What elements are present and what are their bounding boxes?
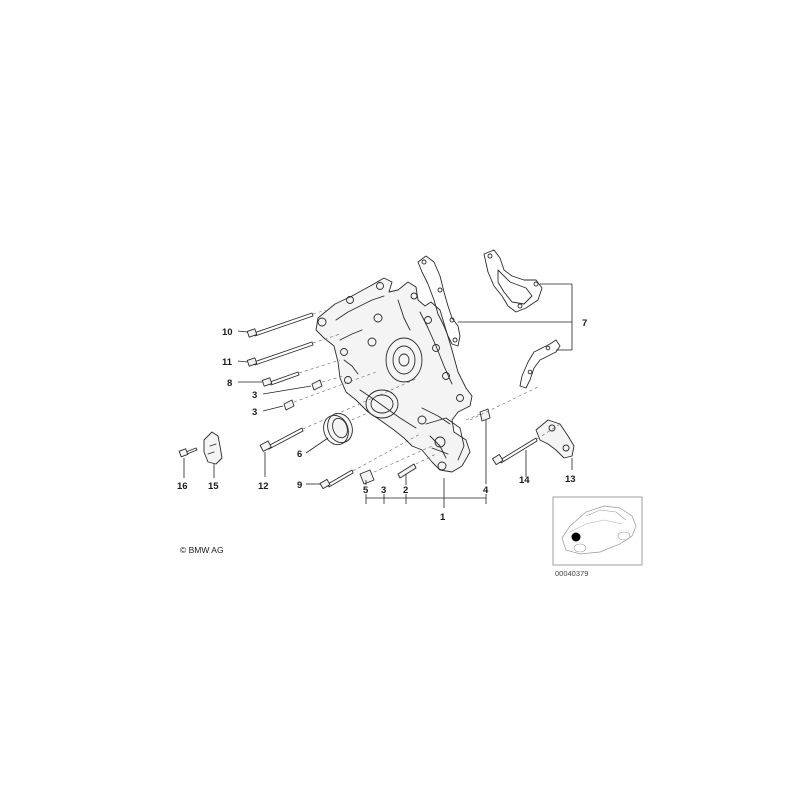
label-12: 12 (258, 481, 269, 492)
label-16: 16 (177, 481, 188, 492)
screw-16[interactable] (178, 447, 198, 458)
bolt-9[interactable] (319, 469, 354, 490)
copyright: © BMW AG (180, 545, 224, 555)
label-4: 4 (483, 485, 489, 496)
dowel-sleeve-3b[interactable] (283, 399, 295, 411)
bolt-12[interactable] (259, 427, 304, 452)
label-3b: 3 (252, 407, 257, 418)
label-11: 11 (222, 357, 233, 368)
bracket-15[interactable] (203, 431, 223, 465)
label-5: 5 (363, 485, 369, 496)
sleeve-5[interactable] (359, 469, 375, 485)
label-6: 6 (297, 449, 302, 460)
bolt-11[interactable] (246, 341, 314, 367)
shaft-seal-6[interactable] (320, 410, 357, 448)
gasket-upper-right[interactable] (483, 249, 543, 313)
timing-case-cover[interactable] (315, 277, 473, 473)
bracket-13[interactable] (535, 419, 575, 459)
label-15: 15 (208, 481, 219, 492)
label-3c: 3 (381, 485, 386, 496)
gasket-left[interactable] (417, 255, 461, 347)
label-14: 14 (519, 475, 530, 486)
label-1: 1 (440, 512, 446, 523)
sleeve-4[interactable] (479, 408, 491, 422)
location-marker-icon (571, 532, 581, 542)
leader-lines (183, 283, 573, 508)
gasket-lower-right[interactable] (519, 339, 561, 389)
dowel-pin-2[interactable] (397, 463, 417, 479)
reference-number: 00040379 (555, 569, 588, 578)
dowel-sleeve-3a[interactable] (311, 379, 323, 391)
label-3a: 3 (252, 390, 257, 401)
alignment-lines (293, 309, 561, 473)
label-2: 2 (403, 485, 408, 496)
part-labels: 10 11 8 3 3 16 15 12 6 9 5 3 2 4 1 14 13… (177, 318, 587, 523)
bolt-10[interactable] (246, 312, 314, 338)
label-10: 10 (222, 327, 233, 338)
bolt-14[interactable] (492, 437, 538, 466)
label-9: 9 (297, 480, 302, 491)
label-8: 8 (227, 378, 232, 389)
car-thumbnail (552, 496, 643, 566)
label-13: 13 (565, 474, 576, 485)
label-7: 7 (582, 318, 587, 329)
bolt-8[interactable] (261, 371, 300, 387)
